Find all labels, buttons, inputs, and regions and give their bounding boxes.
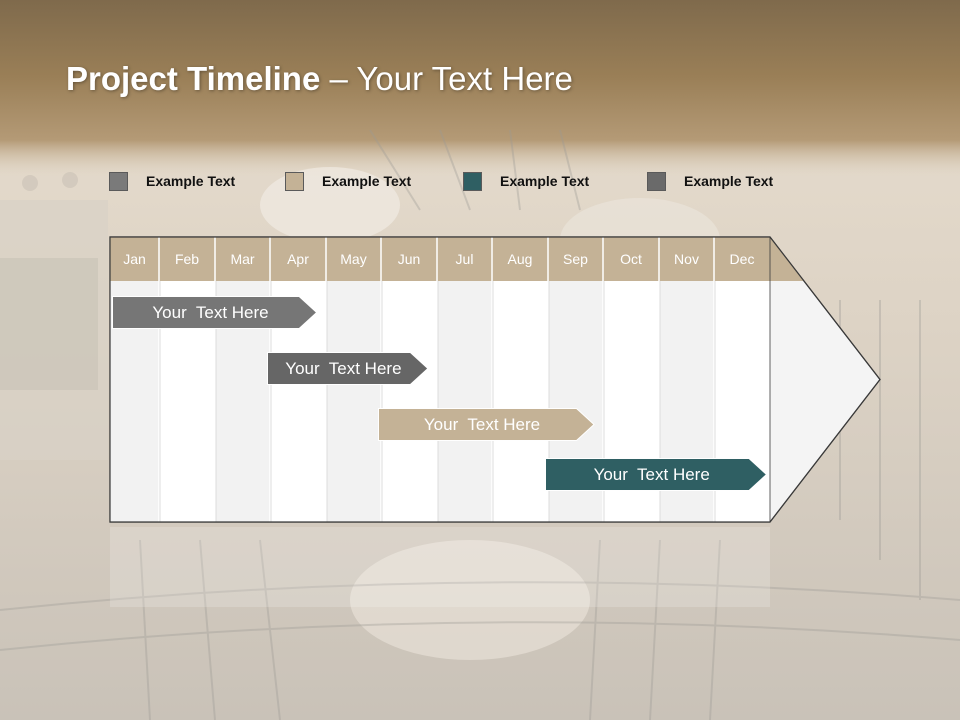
month-label: Oct xyxy=(620,251,642,267)
task-arrow-shape xyxy=(112,296,318,329)
month-label: Jul xyxy=(456,251,474,267)
task-bar-2[interactable]: Your Text Here xyxy=(267,352,429,385)
month-label: Jan xyxy=(123,251,146,267)
month-column xyxy=(381,281,437,522)
task-bar-3[interactable]: Your Text Here xyxy=(378,408,595,441)
month-label: Dec xyxy=(730,251,755,267)
page-title: Project Timeline – Your Text Here xyxy=(66,60,573,98)
timeline-outline xyxy=(109,236,881,523)
month-label: May xyxy=(340,251,366,267)
month-column xyxy=(326,281,381,522)
month-label: Feb xyxy=(175,251,199,267)
task-bar-1[interactable]: Your Text Here xyxy=(112,296,318,329)
legend-item-2: Example Text xyxy=(285,170,411,192)
month-column xyxy=(437,281,492,522)
legend-swatch-2 xyxy=(285,171,304,191)
task-arrow-shape xyxy=(267,352,429,385)
month-label: Sep xyxy=(563,251,588,267)
task-label-3: Your Text Here xyxy=(423,414,541,434)
task-arrow-3 xyxy=(378,408,595,441)
task-arrow-2 xyxy=(267,352,429,385)
task-arrow-shape xyxy=(378,408,595,441)
task-arrow-4 xyxy=(545,458,768,491)
month-column xyxy=(492,281,548,522)
task-bar-4[interactable]: Your Text Here xyxy=(545,458,768,491)
task-arrow-shape xyxy=(545,458,768,491)
legend-label-2: Example Text xyxy=(322,173,412,189)
legend-label-3: Example Text xyxy=(500,173,590,189)
legend-label-4: Example Text xyxy=(684,173,774,189)
legend-label-1: Example Text xyxy=(146,173,236,189)
task-label-1: Your Text Here xyxy=(152,302,269,322)
legend-swatch-3 xyxy=(463,171,482,191)
legend-swatch-4 xyxy=(647,171,666,191)
month-label: Apr xyxy=(287,251,309,267)
title-bold: Project Timeline xyxy=(66,60,321,97)
legend-item-1: Example Text xyxy=(109,170,235,192)
legend-item-3: Example Text xyxy=(463,170,589,192)
legend-item-4: Example Text xyxy=(647,170,773,192)
month-label: Jun xyxy=(398,251,421,267)
month-label: Aug xyxy=(508,251,533,267)
timeline-body: Jan Feb Mar Apr May Jun Jul Aug Sep Oct Nov Dec xyxy=(109,236,881,523)
title-rest: – Your Text Here xyxy=(320,60,573,97)
task-arrow-1 xyxy=(112,296,318,329)
task-label-2: Your Text Here xyxy=(285,358,402,378)
timeline-header-band xyxy=(110,237,804,281)
task-label-4: Your Text Here xyxy=(593,464,710,484)
month-label: Mar xyxy=(230,251,254,267)
legend-swatch-1 xyxy=(109,171,128,191)
month-label: Nov xyxy=(674,251,699,267)
